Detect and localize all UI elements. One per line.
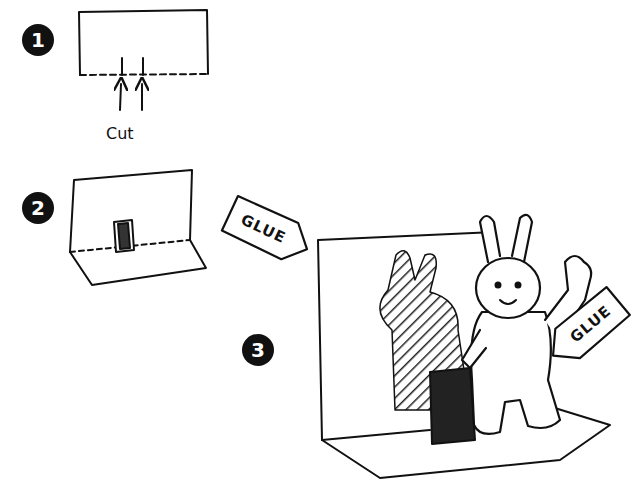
opened-card [70, 170, 206, 285]
glue-callout: GLUE [217, 191, 320, 272]
step-number: 3 [241, 333, 275, 367]
callout-number: 2 [31, 196, 45, 220]
flat-card [79, 10, 208, 110]
shape-outline [22, 192, 54, 224]
shape-outline [242, 334, 274, 366]
shape-outline [541, 286, 631, 370]
shape-outline [221, 195, 315, 267]
shape-outline [22, 24, 54, 56]
step-number: 1 [21, 23, 55, 57]
cut-label: Cut [106, 124, 134, 143]
step-number: 2 [21, 191, 55, 225]
callout-number: 1 [31, 28, 45, 52]
callout-number: 3 [251, 338, 265, 362]
